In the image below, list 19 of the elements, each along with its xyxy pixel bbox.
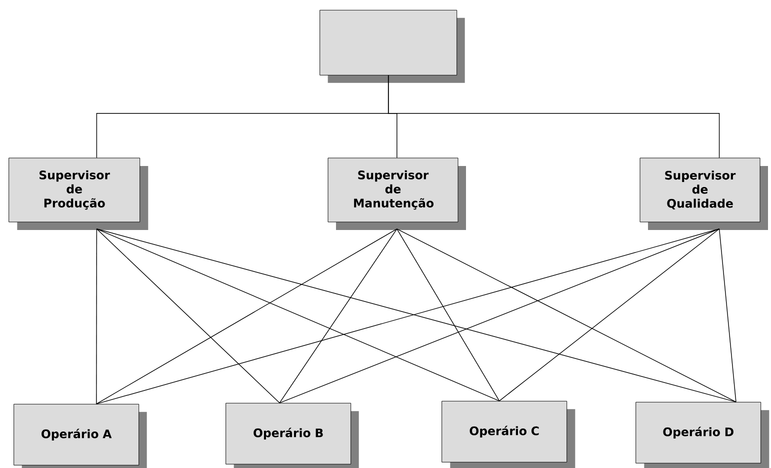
connector-line: [279, 228, 720, 404]
connector-line: [96, 228, 280, 404]
empty-box: [320, 10, 465, 83]
connector-line: [396, 228, 736, 402]
connector-line: [96, 228, 398, 404]
supervisor-box: Supervisor de Produção: [8, 158, 148, 230]
supervisor-box: Supervisor de Qualidade: [640, 158, 768, 230]
supervisor-box: Supervisor de Manutenção: [328, 158, 466, 230]
connector-line: [96, 228, 98, 404]
operator-box: Operário D: [636, 402, 770, 468]
connector-line: [388, 75, 720, 158]
connector-line: [396, 228, 500, 402]
connector-line: [498, 228, 720, 402]
connector-line: [279, 228, 398, 404]
connector-line: [96, 228, 500, 402]
operator-box: Operário C: [442, 400, 576, 468]
operator-box: Operário A: [14, 404, 147, 468]
operator-box: Operário B: [226, 402, 359, 468]
connector-line: [718, 228, 736, 402]
